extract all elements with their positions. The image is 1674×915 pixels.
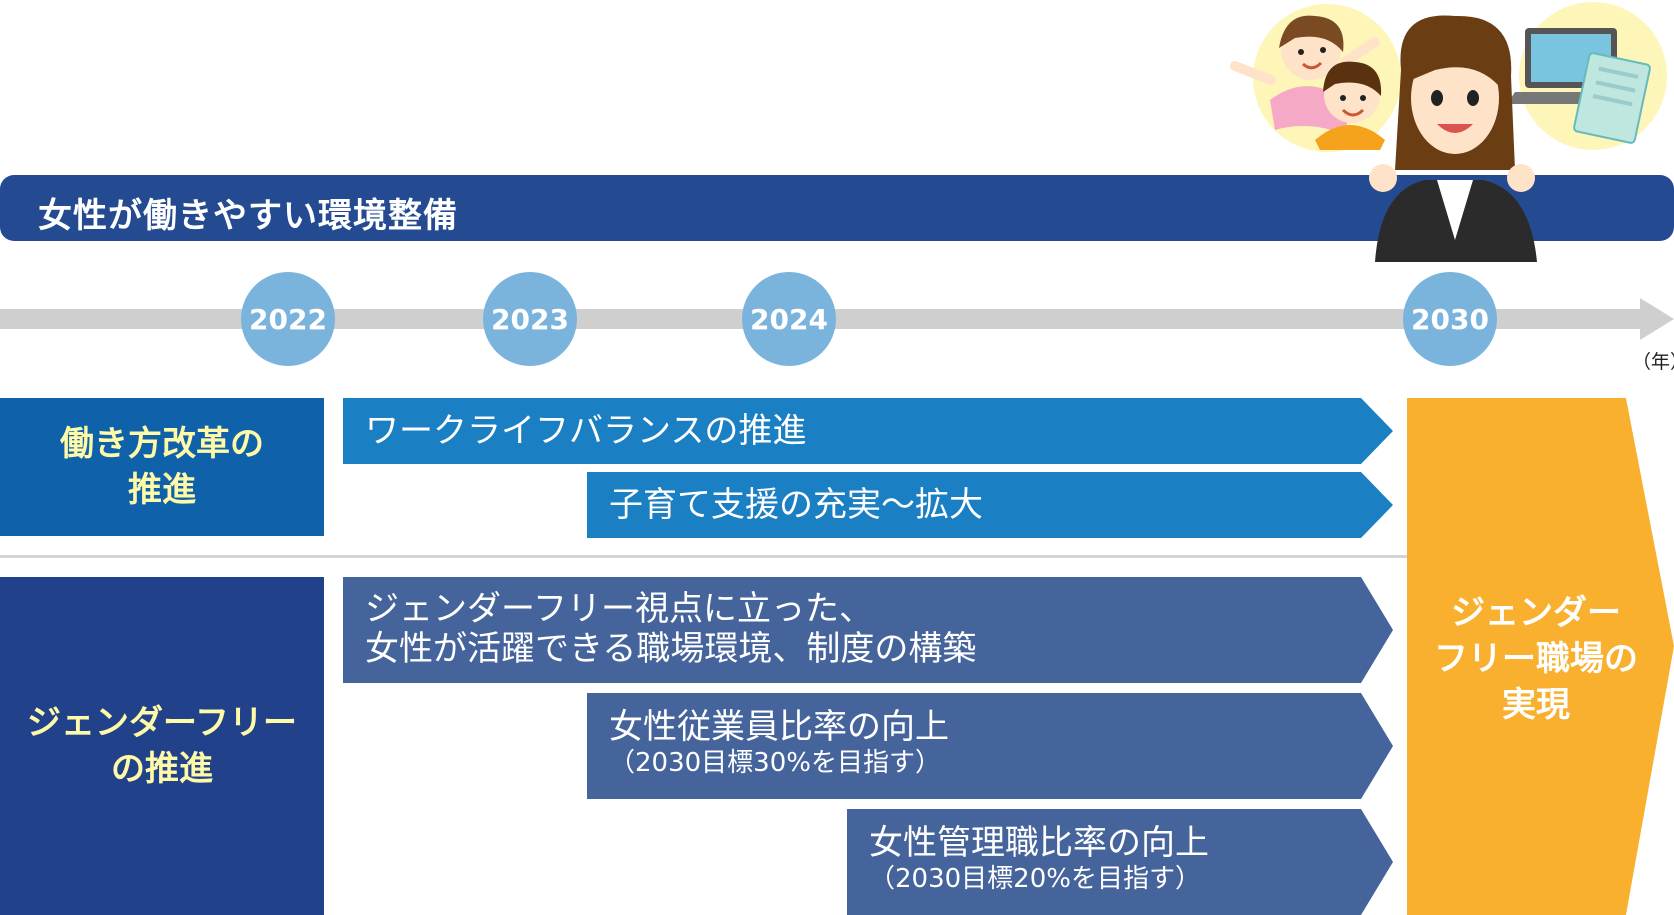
timeline-unit-label: （年） [1632,351,1674,373]
category-work-style-line1: 働き方改革の [60,424,264,464]
initiative-female-employee-target: （2030目標30%を目指す） [609,748,941,778]
category-gender-free: ジェンダーフリー の推進 [0,577,324,915]
initiative-work-life-balance-label: ワークライフバランスの推進 [365,411,807,451]
timeline-arrowhead [1640,298,1674,340]
initiative-female-employee-ratio: 女性従業員比率の向上 （2030目標30%を目指す） [587,693,1393,799]
woman-illustration [1369,15,1537,262]
initiative-gender-free-line2: 女性が活躍できる職場環境、制度の構築 [365,629,977,669]
goal-label: ジェンダー フリー職場の 実現 [1407,590,1665,728]
initiative-female-manager-target: （2030目標20%を目指す） [869,864,1201,894]
initiative-female-manager-label: 女性管理職比率の向上 [869,823,1209,863]
year-marker-2022: 2022 [241,272,335,366]
goal-line2: フリー職場の [1434,639,1638,679]
initiative-gender-free-line1: ジェンダーフリー視点に立った、 [365,589,873,629]
goal-line3: 実現 [1502,685,1570,725]
goal-arrow [1407,398,1674,915]
initiative-gender-free-workplace: ジェンダーフリー視点に立った、 女性が活躍できる職場環境、制度の構築 [343,577,1393,683]
banner-title: 女性が働きやすい環境整備 [38,196,458,236]
category-gender-free-line1: ジェンダーフリー [27,703,297,743]
initiative-female-manager-ratio: 女性管理職比率の向上 （2030目標20%を目指す） [847,809,1393,915]
category-work-style-line2: 推進 [128,470,196,510]
year-marker-2023: 2023 [483,272,577,366]
initiative-work-life-balance: ワークライフバランスの推進 [343,398,1393,464]
section-divider [0,555,1408,558]
initiative-childcare-support-label: 子育て支援の充実～拡大 [609,485,983,525]
laptop-illustration [1507,2,1667,150]
initiative-childcare-support: 子育て支援の充実～拡大 [587,472,1393,538]
working-woman-illustration [1230,2,1667,262]
goal-line1: ジェンダー [1451,593,1621,633]
children-illustration [1230,4,1401,152]
category-gender-free-line2: の推進 [111,749,213,789]
year-marker-2024: 2024 [742,272,836,366]
initiative-female-employee-label: 女性従業員比率の向上 [609,707,949,747]
year-marker-2030: 2030 [1403,272,1497,366]
category-work-style-reform: 働き方改革の 推進 [0,398,324,536]
